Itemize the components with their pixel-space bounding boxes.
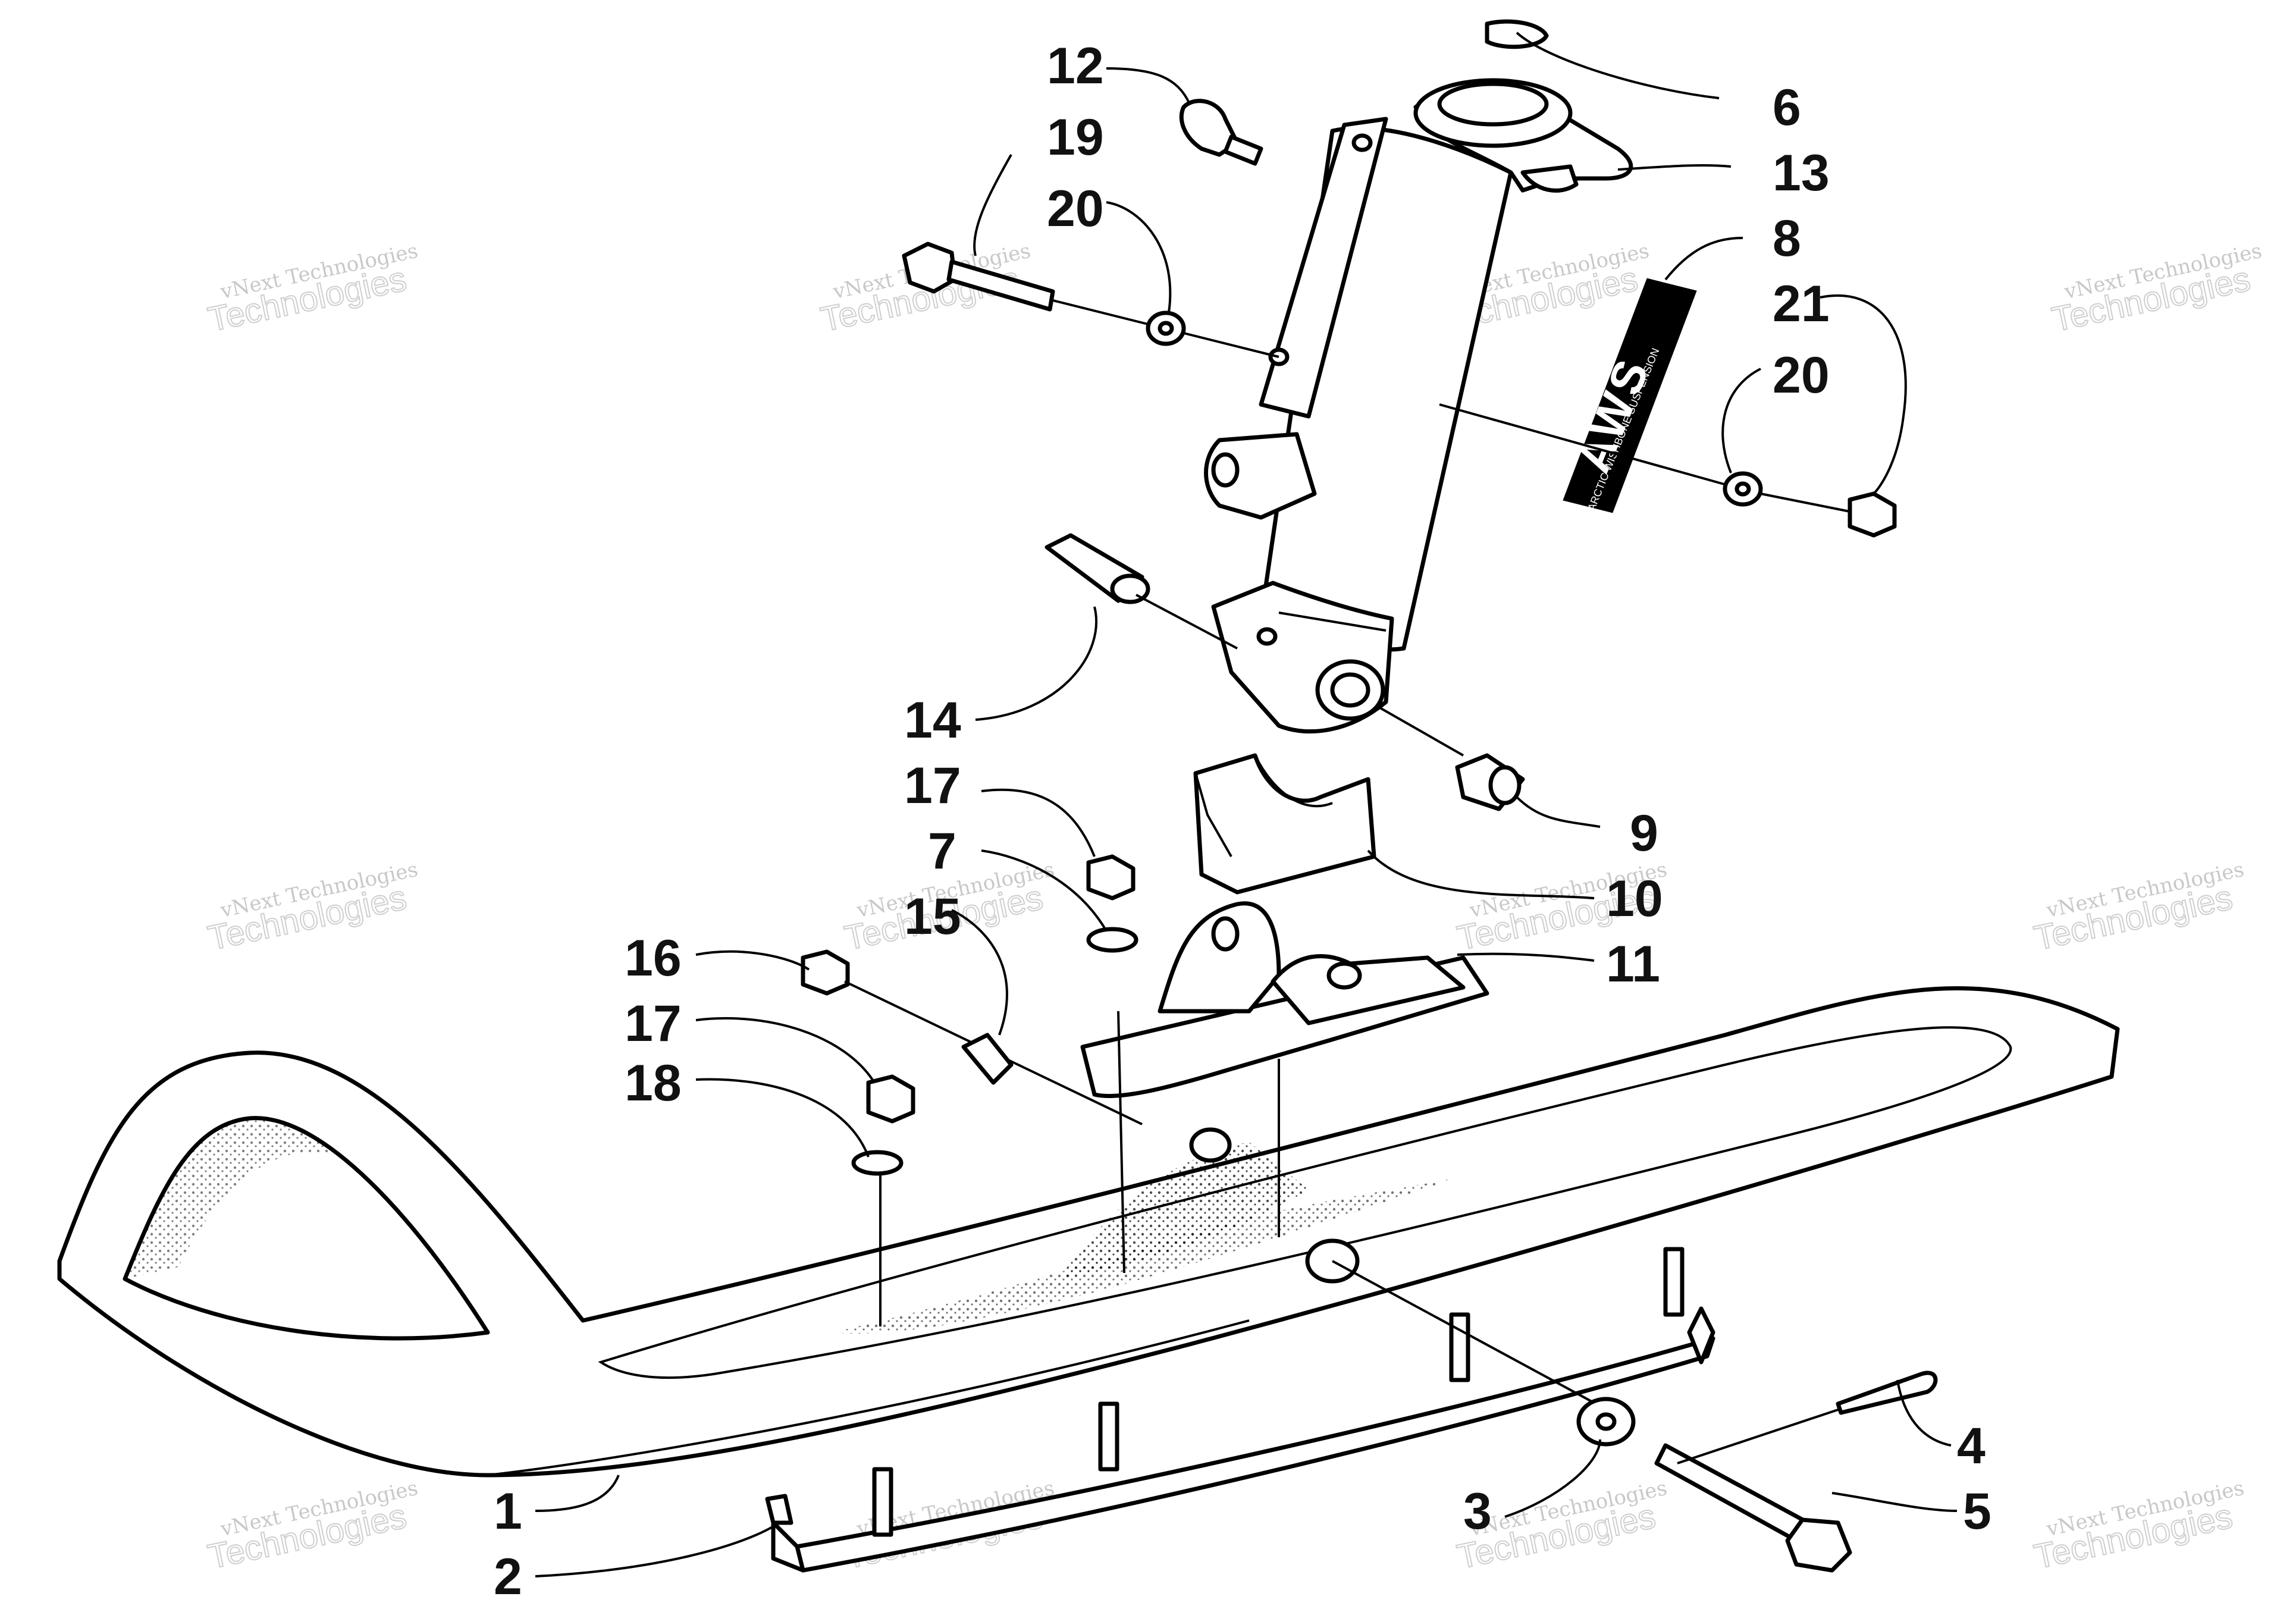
bolt-19-shank: [946, 259, 1055, 312]
upper-fasteners: [902, 19, 1897, 538]
bolt-19-head: [902, 241, 957, 294]
washer-7: [1086, 927, 1138, 953]
callout-17-upper: 17: [904, 757, 961, 814]
wear-bar-stud: [872, 1467, 893, 1537]
ski: [57, 986, 2120, 1478]
callout-3: 3: [1463, 1483, 1492, 1540]
callout-17-lower: 17: [625, 995, 682, 1052]
bumper-body: [1193, 753, 1376, 895]
callout-20-right: 20: [1773, 347, 1830, 404]
callout-20-left: 20: [1047, 180, 1104, 237]
ski-saddle: [1080, 901, 1489, 1274]
wear-bar: [765, 1247, 1715, 1573]
callout-8: 8: [1773, 210, 1801, 267]
nut-16: [801, 949, 850, 996]
callout-21: 21: [1773, 275, 1830, 333]
wear-bar-stud: [1098, 1401, 1119, 1472]
bolt-5-head: [1785, 1517, 1852, 1573]
cotter-pin-4: [1836, 1370, 1938, 1415]
aws-decal: AWS ARCTIC WISHBONE SUSPENSION: [1563, 278, 1697, 513]
callout-13: 13: [1773, 145, 1830, 202]
callout-11: 11: [1606, 936, 1660, 993]
callout-1: 1: [494, 1483, 522, 1540]
nut-21: [1848, 491, 1897, 538]
callout-7: 7: [928, 823, 956, 880]
nut-17-lower: [866, 1074, 915, 1124]
callout-19: 19: [1047, 109, 1104, 166]
nut-17-upper: [1086, 854, 1136, 901]
callout-16: 16: [625, 930, 682, 987]
watermark: vNext Technologies Technologies: [2030, 858, 2246, 958]
washer-18: [851, 1150, 904, 1176]
ski-mount-hole-front: [1189, 1127, 1232, 1163]
callout-10: 10: [1606, 870, 1663, 927]
callout-12: 12: [1047, 37, 1104, 95]
spindle: [1204, 78, 1633, 734]
wear-bar-stud: [1449, 1312, 1470, 1382]
bushing-15: [961, 1033, 1014, 1085]
watermark: vNext Technologies Technologies: [204, 239, 420, 340]
ski-bolt-assembly: [1332, 1260, 1938, 1573]
callout-labels: 1 2 3 4 5 6 7 8 9 10 11 12 13 14 15 16 1…: [494, 37, 1991, 1605]
watermark: vNext Technologies Technologies: [2030, 1476, 2246, 1577]
callout-4: 4: [1957, 1417, 1986, 1475]
bolt-5-shank: [1654, 1443, 1811, 1543]
callout-5: 5: [1963, 1483, 1991, 1540]
callout-15: 15: [904, 888, 961, 945]
ski-bumper: [1193, 753, 1376, 895]
callout-6: 6: [1773, 79, 1801, 136]
saddle-right-ear: [1271, 954, 1466, 1025]
watermark: vNext Technologies Technologies: [204, 1476, 420, 1577]
wear-bar-rod: [795, 1336, 1715, 1573]
spindle-lower-ear: [1204, 432, 1317, 520]
saddle-left-ear: [1158, 901, 1281, 1014]
spindle-bracket-plate: [1259, 117, 1388, 419]
callout-9: 9: [1630, 805, 1658, 862]
wear-bar-stud: [1663, 1247, 1685, 1317]
watermark: vNext Technologies Technologies: [204, 858, 420, 958]
watermark: vNext Technologies Technologies: [2048, 239, 2264, 340]
ski-body: [57, 986, 2120, 1478]
callout-2: 2: [494, 1548, 522, 1605]
callout-14: 14: [904, 692, 961, 749]
leader-lines: [535, 32, 1958, 1577]
lower-fasteners: [801, 533, 1525, 1326]
callout-18: 18: [625, 1055, 682, 1112]
